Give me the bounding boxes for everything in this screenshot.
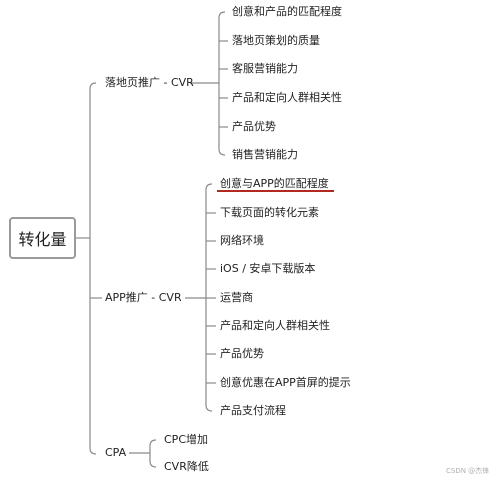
leaf-app-6[interactable]: 产品和定向人群相关性 — [220, 319, 330, 332]
leaf-landing-4[interactable]: 产品和定向人群相关性 — [232, 91, 342, 104]
leaf-app-2[interactable]: 下载页面的转化元素 — [220, 206, 319, 219]
branch-landing-page-cvr[interactable]: 落地页推广 - CVR — [105, 76, 194, 89]
highlight-underline — [217, 190, 334, 192]
root-node[interactable]: 转化量 — [9, 217, 76, 259]
leaf-app-4[interactable]: iOS / 安卓下载版本 — [220, 262, 316, 275]
leaf-landing-2[interactable]: 落地页策划的质量 — [232, 34, 320, 47]
leaf-landing-5[interactable]: 产品优势 — [232, 120, 276, 133]
leaf-cpa-1[interactable]: CPC增加 — [164, 433, 208, 446]
leaf-landing-1[interactable]: 创意和产品的匹配程度 — [232, 5, 342, 18]
leaf-app-5[interactable]: 运营商 — [220, 291, 253, 304]
leaf-app-9[interactable]: 产品支付流程 — [220, 404, 286, 417]
root-node-label: 转化量 — [18, 230, 67, 249]
leaf-app-1[interactable]: 创意与APP的匹配程度 — [220, 177, 329, 190]
branch-app-cvr[interactable]: APP推广 - CVR — [105, 291, 182, 304]
connector-root-bracket — [89, 82, 97, 455]
connector-branch-3-bracket — [149, 439, 157, 468]
branch-cpa[interactable]: CPA — [105, 446, 127, 459]
leaf-landing-3[interactable]: 客服营销能力 — [232, 62, 298, 75]
leaf-app-3[interactable]: 网络环境 — [220, 234, 264, 247]
leaf-landing-6[interactable]: 销售营销能力 — [232, 148, 298, 161]
leaf-app-7[interactable]: 产品优势 — [220, 347, 264, 360]
leaf-cpa-2[interactable]: CVR降低 — [164, 460, 209, 473]
leaf-app-8[interactable]: 创意优惠在APP首屏的提示 — [220, 376, 351, 389]
connector-branch-1-bracket — [218, 11, 226, 156]
watermark: CSDN @杰锋 — [446, 467, 490, 475]
